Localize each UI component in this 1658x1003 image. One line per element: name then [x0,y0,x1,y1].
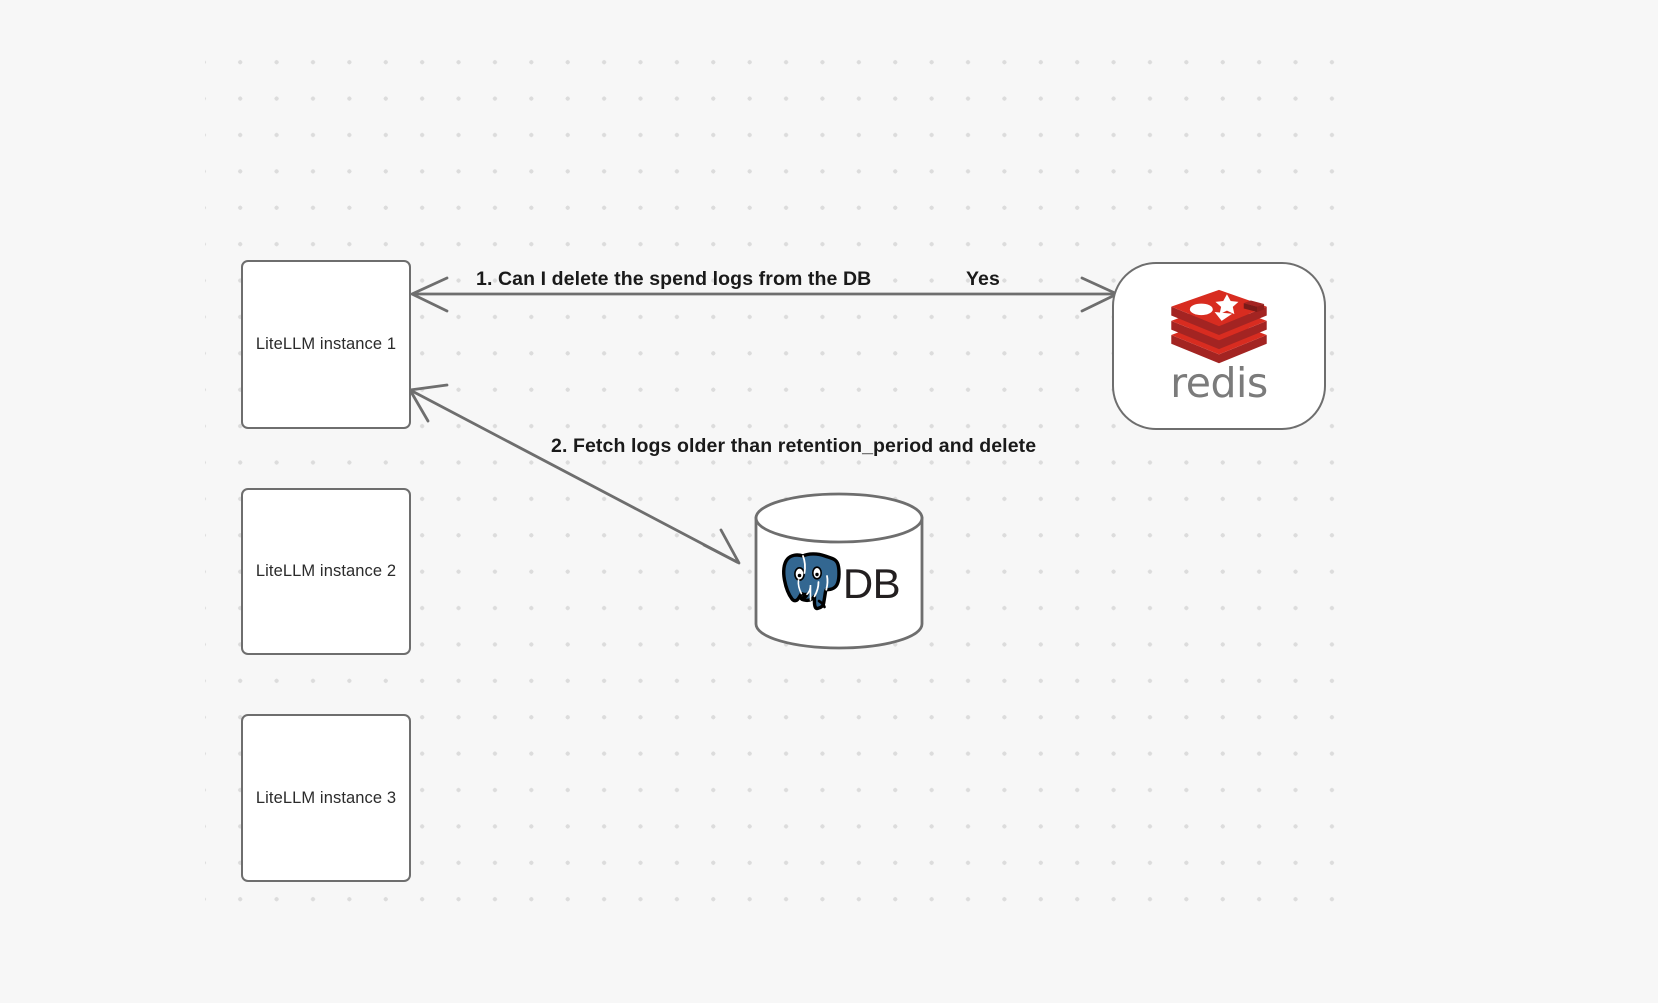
arrowhead-left [410,276,449,313]
arrowhead-upper-left [408,383,449,423]
node-redis[interactable]: redis [1112,262,1326,430]
node-label-litellm-instance-1: LiteLLM instance 1 [255,335,397,353]
node-label-litellm-instance-2: LiteLLM instance 2 [255,562,397,580]
grid-edge-fade-bottom [0,905,1658,1003]
arrowhead-lower-right [702,528,741,565]
postgresql-elephant-icon [781,552,841,611]
edge-label-yes: Yes [966,268,1000,290]
edge-litellm1-db [408,383,741,565]
edge-label-fetch-logs-older-than-retention-period: 2. Fetch logs older than retention_perio… [551,435,1037,457]
grid-edge-fade-left [0,0,205,1003]
node-label-litellm-instance-3: LiteLLM instance 3 [255,788,397,807]
grid-edge-fade-right [1348,0,1658,1003]
node-litellm-instance-3[interactable]: LiteLLM instance 3 [241,714,411,882]
node-database[interactable]: DB [753,492,925,650]
node-litellm-instance-1[interactable]: LiteLLM instance 1 [241,260,411,429]
grid-edge-fade-top [0,0,1658,48]
redis-logo-icon [1171,289,1267,363]
redis-wordmark: redis [1170,358,1268,407]
node-litellm-instance-2[interactable]: LiteLLM instance 2 [241,488,411,655]
edge-label-can-i-delete-spend-logs: 1. Can I delete the spend logs from the … [476,268,872,290]
database-label: DB [842,560,901,607]
